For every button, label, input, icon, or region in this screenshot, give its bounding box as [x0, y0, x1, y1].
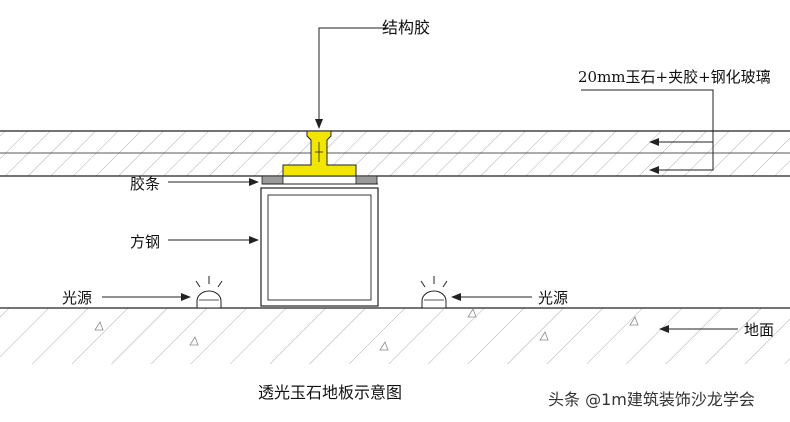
light-fixture-right	[420, 276, 448, 309]
label-light-right: 光源	[538, 289, 568, 307]
label-square-steel: 方钢	[130, 233, 160, 251]
label-rubber-strip: 胶条	[130, 175, 160, 193]
ground-shape	[0, 307, 790, 364]
leader-layers-bottom	[649, 142, 714, 174]
watermark-text: 头条 @1m建筑装饰沙龙学会	[548, 390, 755, 409]
leader-layers-top	[581, 89, 714, 146]
label-layers: 20mm玉石+夹胶+钢化玻璃	[578, 68, 771, 86]
leader-structural-glue	[315, 27, 389, 129]
diagram-caption: 透光玉石地板示意图	[258, 383, 402, 402]
label-structural-glue: 结构胶	[382, 18, 430, 37]
square-steel-shape	[260, 187, 379, 307]
rubber-strip-shape	[261, 175, 378, 185]
label-ground: 地面	[744, 321, 774, 339]
light-fixture-left	[195, 276, 223, 309]
label-light-left: 光源	[62, 289, 92, 307]
leader-lines	[102, 27, 738, 333]
top-slab	[0, 130, 790, 177]
